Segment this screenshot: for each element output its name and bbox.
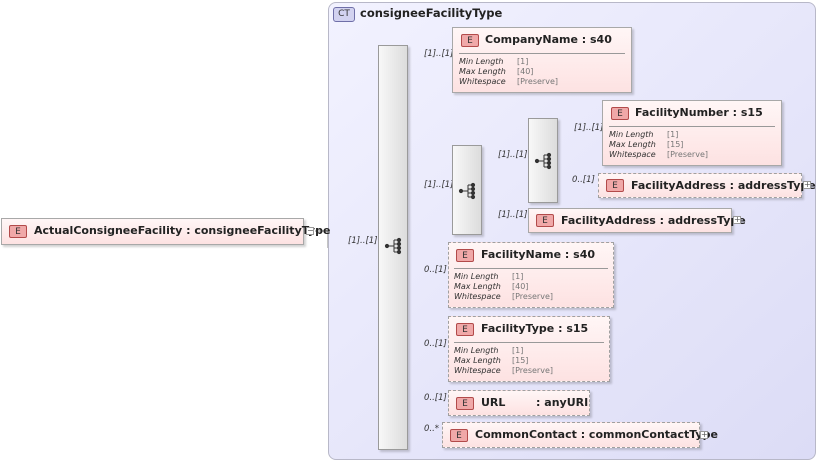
companyname-cardinality: [1]..[1] bbox=[424, 49, 454, 59]
facet-label: Min Length bbox=[609, 130, 654, 139]
expand-icon[interactable]: + bbox=[733, 215, 741, 224]
facet-label: Whitespace bbox=[454, 366, 501, 375]
element-badge: E bbox=[456, 249, 474, 262]
facet-value: [1] bbox=[517, 57, 529, 66]
element-facilityaddress-optional[interactable]: E FacilityAddress : addressType bbox=[598, 173, 816, 198]
facet-value: [Preserve] bbox=[667, 150, 708, 159]
facet-label: Max Length bbox=[609, 140, 656, 149]
element-label: FacilityType : s15 bbox=[481, 322, 589, 335]
element-label: FacilityName : s40 bbox=[481, 248, 596, 261]
facet-label: Max Length bbox=[454, 356, 501, 365]
element-facilityaddress[interactable]: E FacilityAddress : addressType bbox=[528, 208, 746, 233]
complex-type-title: consigneeFacilityType bbox=[360, 6, 503, 20]
separator bbox=[609, 126, 775, 127]
url-cardinality: 0..[1] bbox=[424, 393, 447, 403]
inner-sequence-cardinality: [1]..[1] bbox=[498, 150, 528, 160]
facet-value: [Preserve] bbox=[517, 77, 558, 86]
facilitynumber-cardinality: [1]..[1] bbox=[574, 123, 604, 133]
facet-label: Whitespace bbox=[609, 150, 656, 159]
element-badge: E bbox=[450, 429, 468, 442]
root-element[interactable]: E ActualConsigneeFacility : consigneeFac… bbox=[1, 218, 330, 245]
element-badge: E bbox=[9, 225, 27, 238]
choice-icon bbox=[458, 182, 476, 200]
outer-sequence-cardinality: [1]..[1] bbox=[348, 236, 378, 246]
root-element-label: ActualConsigneeFacility : consigneeFacil… bbox=[34, 224, 331, 237]
element-badge: E bbox=[461, 34, 479, 47]
element-label: FacilityAddress : addressType bbox=[631, 179, 816, 192]
element-companyname[interactable]: E CompanyName : s40 Min Length [1] Max L… bbox=[452, 27, 632, 93]
element-label: CommonContact : commonContactType bbox=[475, 428, 718, 441]
commoncontact-cardinality: 0..* bbox=[424, 424, 440, 434]
facet-value: [15] bbox=[667, 140, 684, 149]
element-facilityname[interactable]: E FacilityName : s40 Min Length [1] Max … bbox=[448, 242, 614, 308]
expand-icon[interactable]: + bbox=[803, 180, 811, 189]
element-facilitytype[interactable]: E FacilityType : s15 Min Length [1] Max … bbox=[448, 316, 610, 382]
facet-value: [40] bbox=[517, 67, 534, 76]
facet-value: [Preserve] bbox=[512, 366, 553, 375]
facilitytype-cardinality: 0..[1] bbox=[424, 339, 447, 349]
facet-value: [40] bbox=[512, 282, 529, 291]
choice-compositor[interactable] bbox=[452, 145, 482, 235]
facet-label: Min Length bbox=[454, 272, 499, 281]
element-label: FacilityAddress : addressType bbox=[561, 214, 746, 227]
element-label: FacilityNumber : s15 bbox=[635, 106, 763, 119]
facet-value: [15] bbox=[512, 356, 529, 365]
separator bbox=[459, 53, 625, 54]
element-badge: E bbox=[456, 323, 474, 336]
facet-value: [Preserve] bbox=[512, 292, 553, 301]
facet-value: [1] bbox=[512, 346, 524, 355]
choice-cardinality: [1]..[1] bbox=[424, 180, 454, 190]
facet-label: Max Length bbox=[459, 67, 506, 76]
element-url[interactable]: E URL : anyURI bbox=[448, 390, 590, 416]
sequence-icon bbox=[534, 152, 552, 170]
facet-value: [1] bbox=[667, 130, 679, 139]
separator bbox=[454, 342, 604, 343]
sequence-compositor[interactable] bbox=[378, 45, 408, 450]
facet-label: Min Length bbox=[459, 57, 504, 66]
element-badge: E bbox=[606, 179, 624, 192]
element-badge: E bbox=[611, 107, 629, 120]
collapse-icon[interactable]: − bbox=[306, 226, 314, 235]
complex-type-badge: CT bbox=[333, 7, 355, 22]
facilityname-cardinality: 0..[1] bbox=[424, 265, 447, 275]
expand-icon[interactable]: + bbox=[700, 430, 708, 439]
inner-sequence-compositor[interactable] bbox=[528, 118, 558, 203]
element-label: URL : anyURI bbox=[481, 396, 589, 409]
facilityaddress-cardinality: [1]..[1] bbox=[498, 210, 528, 220]
separator bbox=[454, 268, 608, 269]
facet-label: Max Length bbox=[454, 282, 501, 291]
element-facilitynumber[interactable]: E FacilityNumber : s15 Min Length [1] Ma… bbox=[602, 100, 782, 166]
element-badge: E bbox=[456, 397, 474, 410]
facilityaddress-optional-cardinality: 0..[1] bbox=[572, 175, 595, 185]
element-badge: E bbox=[536, 214, 554, 227]
element-label: CompanyName : s40 bbox=[485, 33, 612, 46]
facet-label: Min Length bbox=[454, 346, 499, 355]
sequence-icon bbox=[384, 237, 402, 255]
facet-label: Whitespace bbox=[459, 77, 506, 86]
facet-value: [1] bbox=[512, 272, 524, 281]
facet-label: Whitespace bbox=[454, 292, 501, 301]
element-commoncontact[interactable]: E CommonContact : commonContactType bbox=[442, 422, 718, 448]
